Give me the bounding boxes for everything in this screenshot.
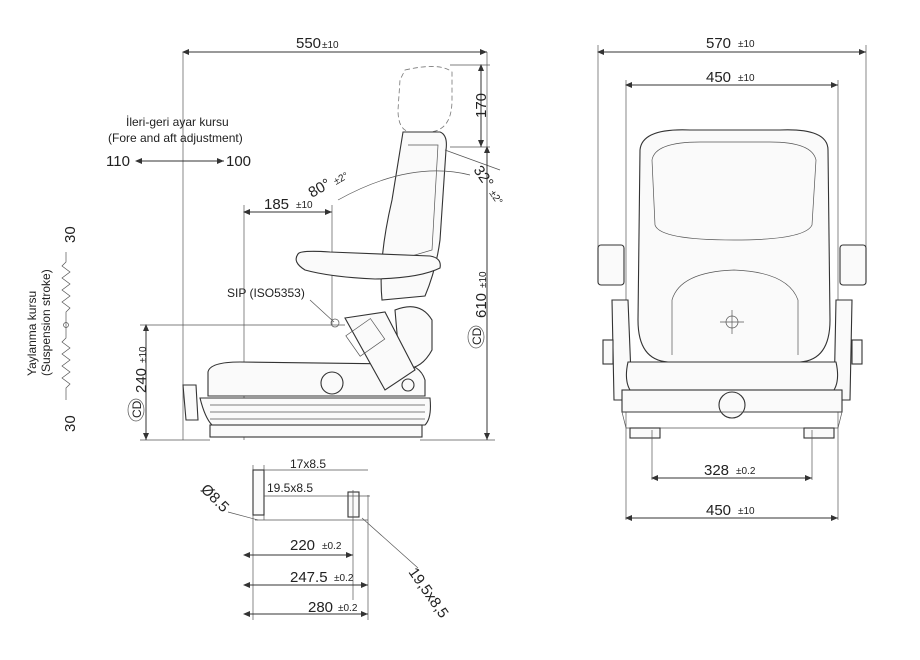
dim-recline-angle: 32°: [470, 163, 497, 191]
dim-sip-offset-tol: ±10: [296, 200, 313, 211]
dim-backrest-angle-tol: ±2°: [332, 171, 351, 188]
fore-aft-fwd-value: 100: [226, 153, 251, 170]
side-view: 550 ±10 İleri-geri ayar kursu (Fore and …: [25, 35, 505, 441]
fore-aft-label-en: (Fore and aft adjustment): [108, 131, 243, 145]
suspension-up: 30: [62, 226, 79, 243]
dim-mount-b-tol: ±0.2: [334, 573, 354, 584]
dim-recline-angle-tol: ±2°: [487, 188, 505, 207]
dim-sip-offset: 185: [264, 196, 289, 213]
slot-a-label: 17x8.5: [290, 457, 326, 471]
dim-height-sip-tol: ±10: [138, 346, 149, 363]
dim-rail-spacing-tol: ±0.2: [736, 466, 756, 477]
front-view: 570 ±10 450 ±10 328: [597, 35, 867, 521]
dim-overall-depth: 550: [296, 35, 321, 52]
dim-overall-width: 570: [706, 35, 731, 52]
dim-mount-a: 220: [290, 537, 315, 554]
slot-c-label: 19,5x8,5: [405, 565, 452, 622]
dim-base-width-tol: ±10: [738, 506, 755, 517]
dim-mount-b: 247.5: [290, 569, 328, 586]
dim-height-total: 610: [473, 293, 490, 318]
dim-mount-c: 280: [308, 599, 333, 616]
mounting-dimensions: 17x8.5 19.5x8.5 Ø8.5 220 ±0.2 247.5 ±0.2…: [197, 457, 451, 621]
fore-aft-back-value: 110: [106, 153, 130, 170]
dim-overall-depth-tol: ±10: [322, 40, 339, 51]
height-sip-ref: CD: [130, 400, 144, 418]
dim-base-width: 450: [706, 502, 731, 519]
dim-mount-a-tol: ±0.2: [322, 541, 342, 552]
dim-height-total-tol: ±10: [478, 271, 489, 288]
slot-b-label: 19.5x8.5: [267, 481, 313, 495]
sip-label: SIP (ISO5353): [227, 286, 305, 300]
fore-aft-label-tr: İleri-geri ayar kursu: [126, 115, 229, 129]
dim-rail-spacing: 328: [704, 462, 729, 479]
dim-headrest: 170: [473, 93, 490, 118]
height-total-ref: CD: [470, 327, 484, 345]
hole-label: Ø8.5: [197, 481, 232, 516]
dim-backrest-angle: 80°: [306, 175, 334, 201]
suspension-label-tr: Yaylanma kursu: [25, 291, 39, 376]
dim-height-sip: 240: [133, 368, 150, 393]
dim-back-width-tol: ±10: [738, 73, 755, 84]
suspension-down: 30: [62, 415, 79, 432]
suspension-label-en: (Suspension stroke): [39, 269, 53, 376]
dim-mount-c-tol: ±0.2: [338, 603, 358, 614]
dim-overall-width-tol: ±10: [738, 39, 755, 50]
dim-back-width: 450: [706, 69, 731, 86]
